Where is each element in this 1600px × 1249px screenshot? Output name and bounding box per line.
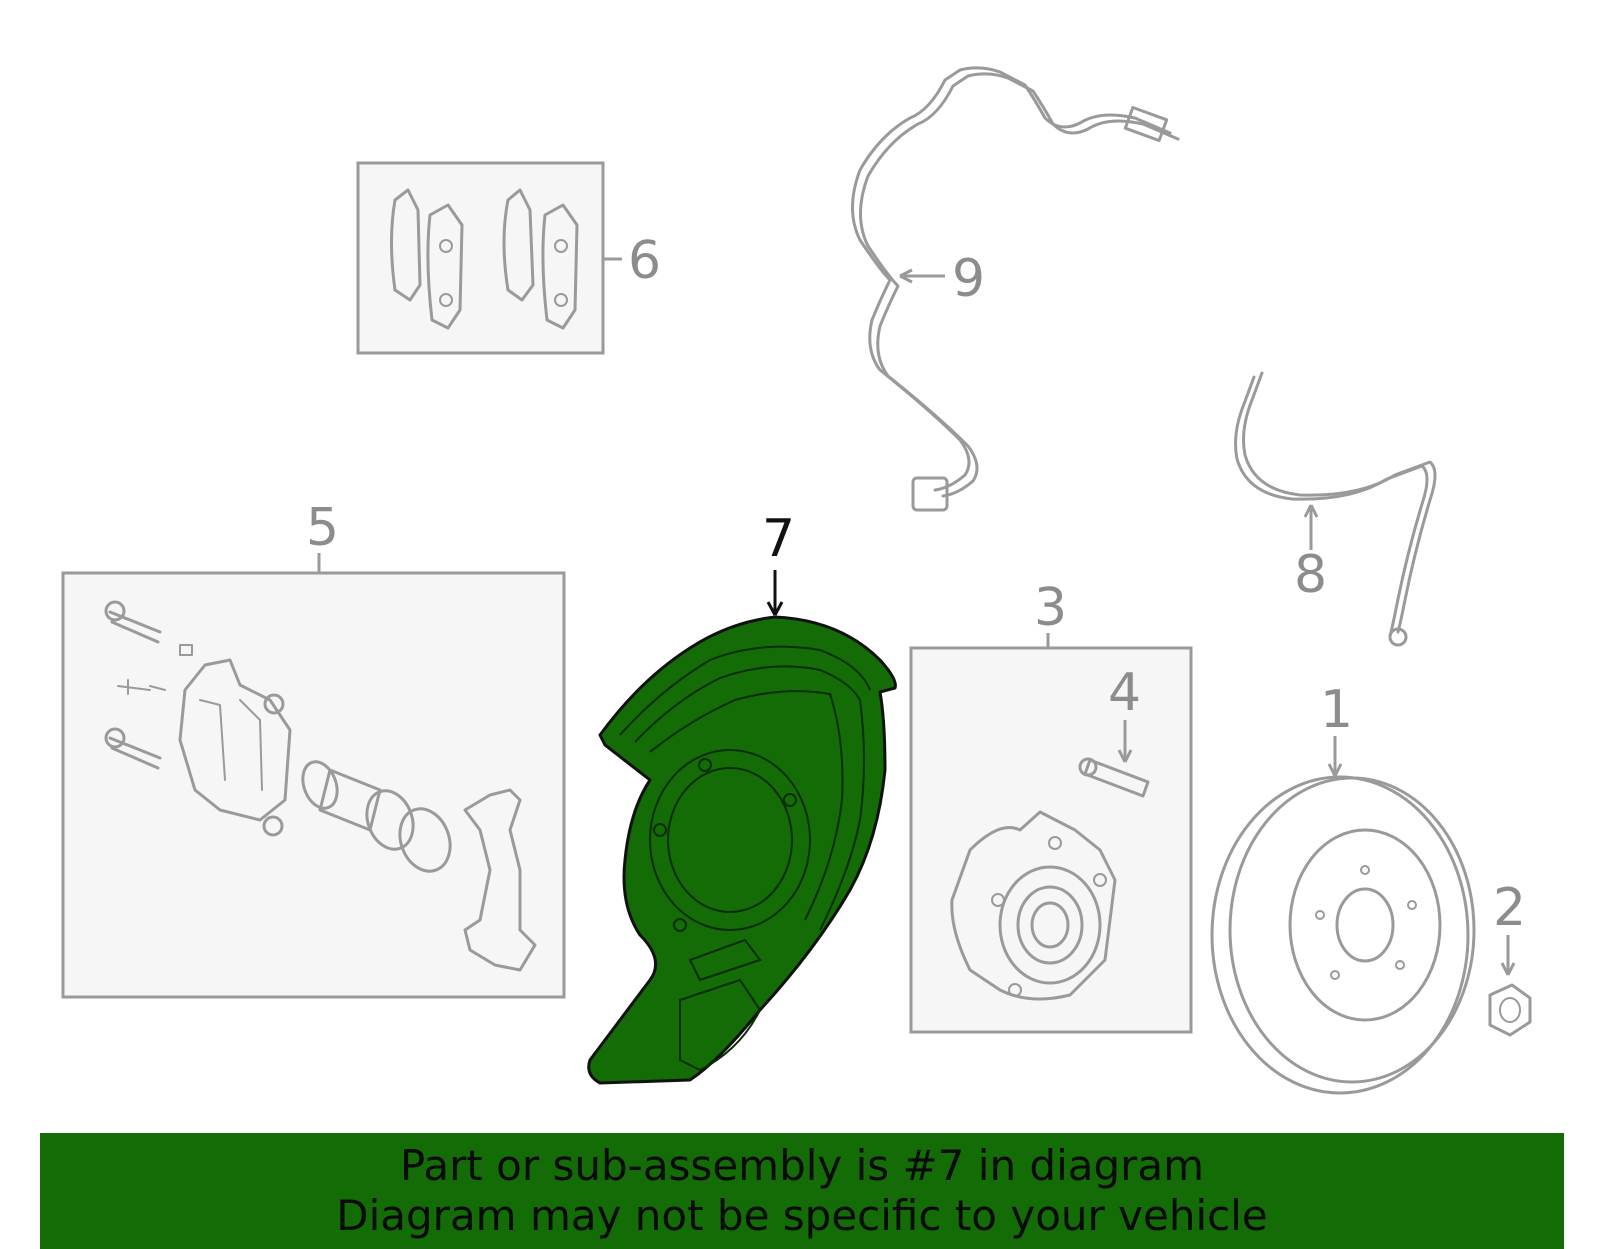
shield-hole bbox=[673, 918, 687, 932]
shield-hole bbox=[653, 823, 667, 837]
pad-hole bbox=[554, 293, 568, 307]
bolt-2 bbox=[108, 736, 162, 770]
lug-nut bbox=[1488, 983, 1532, 1037]
piston-ring bbox=[398, 807, 452, 873]
shield-tab bbox=[688, 938, 762, 982]
banner-line-2: Diagram may not be specific to your vehi… bbox=[336, 1191, 1268, 1240]
rotor-stud-hole bbox=[1360, 865, 1370, 875]
shield-rib bbox=[634, 665, 865, 931]
bleeder-screw bbox=[117, 679, 166, 695]
callout-4-arrow bbox=[1117, 749, 1133, 763]
hub-group[interactable]: 3 4 bbox=[909, 578, 1193, 1034]
bolt-1-head bbox=[104, 600, 126, 622]
callout-9-arrow bbox=[899, 268, 913, 284]
hub-bolt-hole bbox=[1093, 873, 1107, 887]
hub-box bbox=[909, 646, 1193, 1034]
shield-rib bbox=[649, 690, 844, 921]
hub-bearing-outer bbox=[998, 865, 1102, 985]
piston-seal bbox=[301, 760, 339, 810]
dust-shield-body bbox=[587, 615, 897, 1085]
caliper-detail bbox=[199, 699, 263, 791]
rotor-stud-hole bbox=[1407, 900, 1417, 910]
pad-2a bbox=[502, 188, 535, 302]
callout-6[interactable]: 6 bbox=[628, 231, 661, 291]
hose-banjo bbox=[1388, 627, 1408, 647]
pad-hole bbox=[439, 239, 453, 253]
rotor-center bbox=[1335, 887, 1395, 963]
callout-2[interactable]: 2 bbox=[1493, 878, 1526, 938]
rotor-stud-hole bbox=[1330, 970, 1340, 980]
callout-1-arrow bbox=[1327, 763, 1343, 777]
shield-rib bbox=[619, 645, 871, 736]
pad-1b bbox=[426, 203, 464, 330]
wheel-stud bbox=[1083, 758, 1150, 798]
pad-hole bbox=[439, 293, 453, 307]
pad-2b bbox=[541, 203, 579, 330]
caliper-box bbox=[61, 571, 566, 999]
shield-hub-cutout bbox=[667, 767, 793, 913]
bolt-2-head bbox=[104, 727, 126, 749]
dust-shield-group[interactable]: 7 bbox=[587, 509, 897, 1085]
caliper-bolt bbox=[263, 693, 285, 715]
rotor-stud-hole bbox=[1315, 910, 1325, 920]
brake-hose bbox=[1242, 371, 1437, 634]
callout-5[interactable]: 5 bbox=[306, 498, 339, 558]
notice-banner: Part or sub-assembly is #7 in diagram Di… bbox=[40, 1133, 1564, 1249]
caliper-group[interactable]: 5 bbox=[61, 498, 566, 999]
abs-wire bbox=[851, 66, 1172, 492]
banner-line-1: Part or sub-assembly is #7 in diagram bbox=[399, 1141, 1205, 1190]
caliper-bolt bbox=[262, 815, 284, 837]
brake-pads-box bbox=[356, 161, 605, 355]
lug-nut-group[interactable]: 2 bbox=[1488, 878, 1532, 1037]
callout-4[interactable]: 4 bbox=[1108, 663, 1141, 723]
rotor-outer bbox=[1210, 775, 1470, 1095]
callout-9[interactable]: 9 bbox=[952, 249, 985, 309]
hub-bearing-inner bbox=[1030, 901, 1070, 949]
rotor-group[interactable]: 1 bbox=[1210, 680, 1476, 1095]
abs-wire-outline bbox=[859, 72, 1180, 498]
shield-hub-ring bbox=[649, 749, 811, 931]
callout-3[interactable]: 3 bbox=[1034, 578, 1067, 638]
rotor-hat bbox=[1288, 828, 1442, 1022]
callout-7-arrow bbox=[766, 601, 784, 616]
callout-7[interactable]: 7 bbox=[762, 509, 795, 569]
lug-nut-bore bbox=[1499, 997, 1521, 1023]
hub-bolt-hole bbox=[991, 893, 1005, 907]
shield-tab bbox=[679, 978, 762, 1072]
abs-connector bbox=[1123, 106, 1169, 142]
rotor-face bbox=[1228, 776, 1476, 1084]
caliper-bracket bbox=[463, 788, 537, 972]
abs-sensor-group[interactable]: 9 bbox=[851, 66, 1180, 512]
brake-hose-group[interactable]: 8 bbox=[1234, 371, 1437, 647]
bleeder-cap bbox=[179, 644, 193, 656]
callout-1[interactable]: 1 bbox=[1320, 680, 1353, 740]
callout-8[interactable]: 8 bbox=[1294, 545, 1327, 605]
shield-hole bbox=[698, 758, 712, 772]
rotor-stud-hole bbox=[1395, 960, 1405, 970]
hub-bearing-mid bbox=[1016, 885, 1084, 965]
callout-2-arrow bbox=[1500, 962, 1516, 976]
abs-sensor-head bbox=[911, 476, 949, 512]
pad-hole bbox=[554, 239, 568, 253]
caliper-body bbox=[178, 658, 292, 822]
bolt-1 bbox=[108, 610, 162, 644]
pad-1a bbox=[390, 188, 422, 302]
callout-8-arrow bbox=[1303, 504, 1319, 518]
brake-hose-outline bbox=[1234, 375, 1429, 638]
shield-hole bbox=[783, 793, 797, 807]
hub-bolt-hole bbox=[1008, 983, 1022, 997]
wheel-stud-head bbox=[1078, 757, 1098, 777]
hub-flange bbox=[950, 810, 1117, 1001]
brake-pads-group[interactable]: 6 bbox=[356, 161, 661, 355]
hub-bolt-hole bbox=[1048, 836, 1062, 850]
